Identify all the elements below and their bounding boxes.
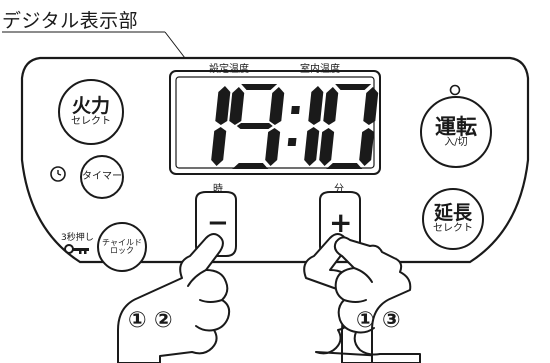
plus-button[interactable]: + [320, 192, 360, 256]
child-lock-button[interactable]: チャイルド ロック [97, 222, 147, 272]
run-label: 運転 [435, 114, 477, 139]
extend-select-sublabel: セレクト [433, 222, 473, 234]
digit-1b [304, 86, 324, 166]
fire-select-button[interactable]: 火力 セレクト [58, 79, 124, 145]
digital-display-caption: デジタル表示部 [2, 10, 139, 32]
clock-icon [50, 166, 66, 182]
step-number-2: ② [154, 308, 173, 333]
minus-button[interactable]: − [196, 192, 236, 256]
minute-label: 分 [334, 184, 344, 195]
room-temperature-label: 室内温度 [300, 64, 340, 75]
fire-select-sublabel: セレクト [71, 115, 111, 127]
digit-0 [319, 84, 379, 169]
child-lock-hint: 3秒押し [61, 233, 94, 243]
plus-symbol: + [329, 206, 353, 239]
minus-symbol: − [207, 208, 229, 238]
extend-select-label: 延長 [433, 201, 472, 224]
hour-label: 時 [213, 184, 223, 195]
digit-1 [211, 86, 231, 166]
timer-button[interactable]: タイマー [80, 155, 124, 199]
colon [287, 106, 300, 146]
fire-select-label: 火力 [71, 94, 110, 117]
child-lock-sublabel: ロック [110, 246, 134, 255]
extend-select-button[interactable]: 延長 セレクト [422, 188, 484, 250]
set-temperature-label: 設定温度 [209, 64, 249, 75]
timer-label: タイマー [82, 170, 122, 182]
indicator-lamp-icon [449, 84, 461, 96]
key-icon [64, 244, 89, 254]
child-lock-label: チャイルド [102, 237, 142, 247]
digit-9 [229, 84, 285, 169]
step-number-1-left: ① [128, 308, 147, 333]
step-number-3: ③ [382, 308, 401, 333]
run-button[interactable]: 運転 入/切 [420, 96, 492, 168]
run-sublabel: 入/切 [444, 136, 468, 148]
step-number-1-right: ① [356, 308, 375, 333]
